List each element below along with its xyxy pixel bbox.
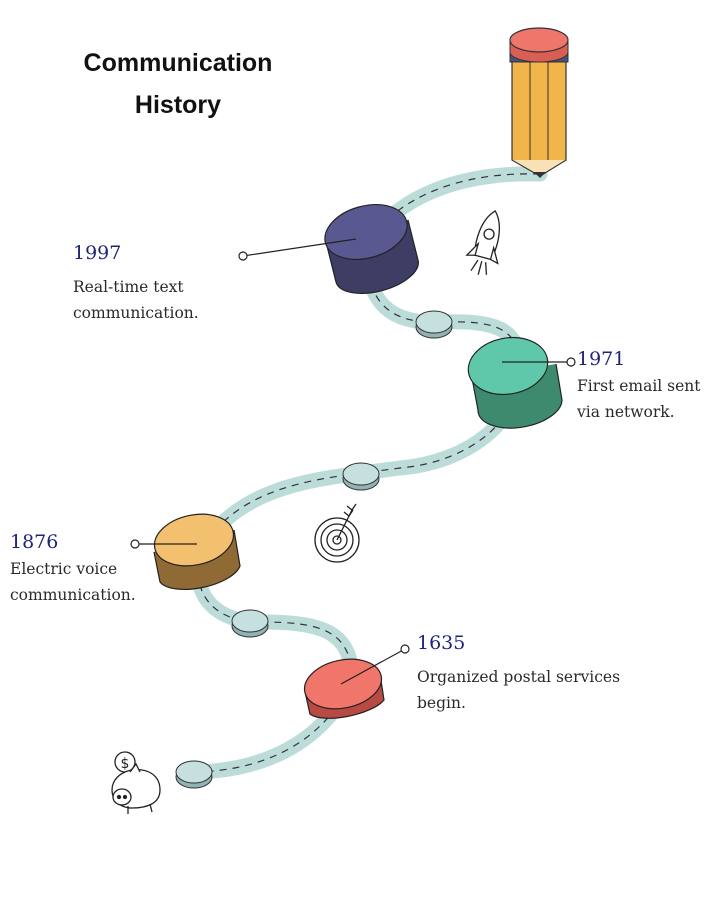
milestone-year: 1635: [417, 632, 466, 654]
milestone-year: 1997: [73, 242, 122, 264]
svg-text:$: $: [121, 756, 130, 772]
pencil-icon: [509, 27, 569, 178]
milestone-year: 1876: [10, 531, 59, 553]
milestone-disc-1997: [324, 204, 419, 294]
milestone-1997: 1997 Real-time text communication.: [73, 242, 199, 326]
leader-line-1971: [502, 357, 576, 367]
milestone-description: Real-time text communication.: [73, 278, 199, 322]
milestone-year: 1971: [577, 348, 626, 370]
path-stone: [231, 609, 269, 638]
milestone-description: Electric voice communication.: [10, 560, 136, 604]
target-icon: [314, 503, 360, 563]
piggy-bank-icon: $: [111, 751, 161, 814]
milestone-1971: 1971 First email sent via network.: [577, 348, 701, 425]
leader-line-1997: [238, 238, 357, 261]
milestone-1876: 1876 Electric voice communication.: [10, 531, 136, 608]
milestone-disc-1635: [303, 658, 385, 719]
milestone-disc-1876: [153, 513, 241, 591]
leader-line-1876: [130, 539, 197, 549]
path-stone: [342, 462, 380, 491]
milestone-1635: 1635 Organized postal services begin.: [417, 632, 620, 716]
leader-line-1635: [340, 644, 410, 685]
milestone-description: First email sent via network.: [577, 377, 701, 421]
title-line-2: History: [134, 91, 222, 119]
title-line-1: Communication: [83, 49, 273, 77]
path-stone: [175, 760, 213, 789]
rocket-icon: [465, 210, 500, 275]
milestone-description: Organized postal services begin.: [417, 668, 621, 712]
page-title: Communication History: [58, 42, 298, 126]
milestone-disc-1971: [467, 336, 563, 429]
path-stone: [415, 310, 453, 339]
